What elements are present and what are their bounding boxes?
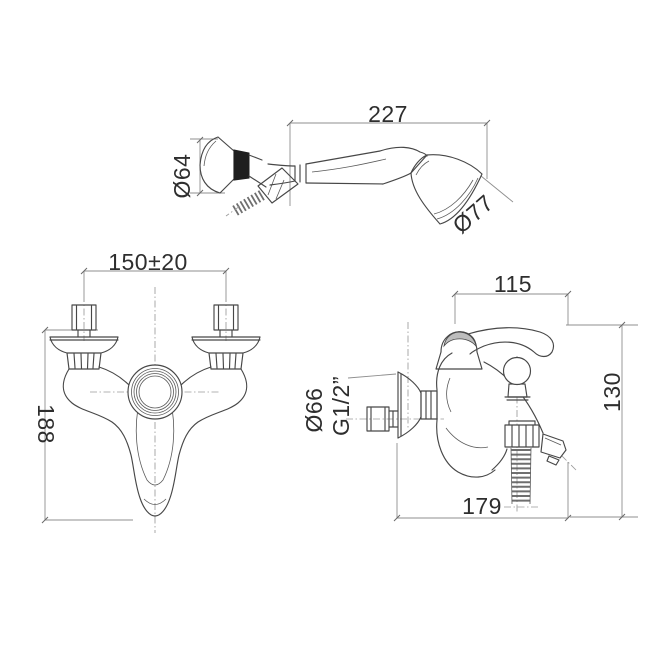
dim-label-holder-diameter: Ø64 [169, 153, 195, 199]
dim-label-flange-diameter: Ø66 [301, 387, 327, 433]
dim-label-handshower-length: 227 [368, 101, 408, 127]
dim-label-side-depth: 115 [493, 271, 533, 297]
hand-shower-drawing [190, 119, 514, 225]
dim-label-side-height: 130 [599, 372, 625, 412]
dim-label-thread-size: G1/2” [328, 375, 354, 437]
dim-label-front-height: 188 [33, 404, 59, 444]
dim-label-center-distance: 150±20 [108, 249, 188, 275]
dim-label-side-reach: 179 [462, 493, 502, 519]
front-view-drawing [41, 267, 261, 533]
side-view-drawing [346, 290, 638, 522]
